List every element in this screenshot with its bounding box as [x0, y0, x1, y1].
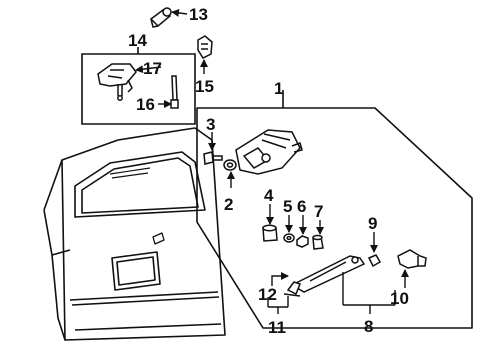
wiper-blade-icon — [283, 281, 301, 297]
wiper-assembly-box — [196, 90, 473, 329]
callout-15: 15 — [195, 77, 214, 96]
callout-2: 2 — [224, 195, 233, 214]
callout-16: 16 — [136, 95, 155, 114]
latch-group-box — [81, 47, 196, 125]
callout-8: 8 — [364, 317, 373, 336]
callout-4: 4 — [264, 186, 274, 205]
washer-icon — [283, 233, 295, 243]
lock-cylinder-icon — [149, 7, 172, 28]
callout-11: 11 — [268, 318, 286, 337]
callout-13: 13 — [189, 5, 208, 24]
latch-icon — [97, 63, 137, 101]
callout-14: 14 — [128, 31, 147, 50]
leader-lines — [135, 8, 409, 314]
wiper-cap-icon — [397, 249, 427, 269]
callout-9: 9 — [368, 214, 377, 233]
callout-labels: 1 2 3 4 5 6 7 8 9 10 11 12 13 14 15 16 1… — [128, 5, 409, 337]
latch-rod-icon — [170, 75, 179, 109]
callout-5: 5 — [283, 197, 292, 216]
callout-3: 3 — [206, 115, 215, 134]
bushing-icon — [262, 224, 278, 242]
callout-10: 10 — [390, 289, 409, 308]
nut-icon — [296, 235, 309, 248]
callout-7: 7 — [314, 202, 323, 221]
small-clip-icon — [367, 254, 382, 268]
callout-12: 12 — [258, 285, 277, 304]
callout-17: 17 — [143, 59, 162, 78]
clip-icon — [197, 35, 213, 59]
wiper-arm-icon — [290, 255, 366, 293]
liftgate-panel — [43, 127, 226, 341]
cap-nut-icon — [312, 234, 324, 250]
callout-6: 6 — [297, 197, 306, 216]
bolt-icon — [203, 151, 223, 165]
wiper-motor-icon — [235, 129, 303, 175]
grommet-icon — [223, 159, 237, 171]
callout-1: 1 — [274, 79, 283, 98]
